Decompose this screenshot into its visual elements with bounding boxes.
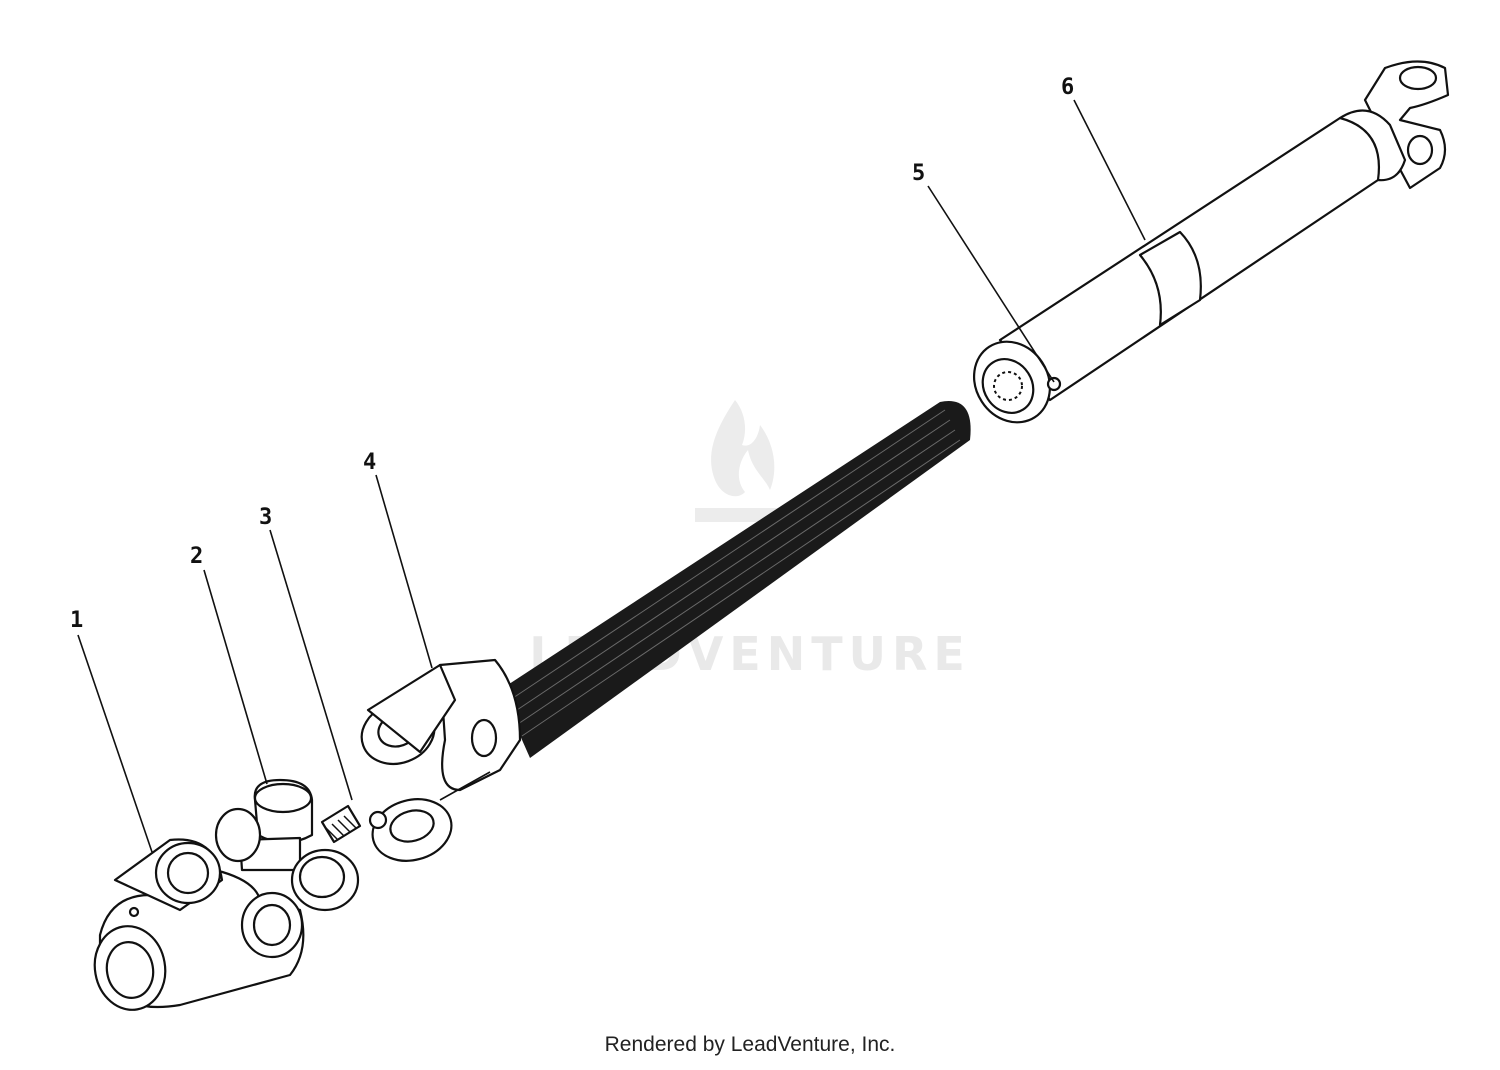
part-2-cross-bearing: [214, 778, 360, 912]
part-1-yoke: [93, 838, 305, 1011]
leader-line-4: [375, 474, 433, 669]
callout-6: 6: [1061, 75, 1074, 100]
callout-4: 4: [363, 450, 376, 475]
leader-line-3: [269, 529, 353, 801]
part-5-fitting: [1046, 376, 1062, 392]
flame-logo-icon: [695, 400, 785, 522]
part-4-splined-shaft: [360, 401, 971, 862]
callout-1: 1: [70, 608, 83, 633]
credit-text: Rendered by LeadVenture, Inc.: [604, 1033, 896, 1056]
callouts: 1 2 3 4 5 6: [70, 75, 1074, 633]
callout-5: 5: [912, 161, 925, 186]
leader-line-6: [1073, 99, 1146, 241]
leader-line-2: [203, 569, 268, 785]
leader-lines: [77, 99, 1146, 853]
callout-2: 2: [190, 544, 203, 569]
leader-line-5: [927, 185, 1055, 383]
callout-3: 3: [259, 505, 272, 530]
leader-line-1: [77, 634, 153, 853]
part-6-tube-yoke: [973, 60, 1450, 424]
part-3-grease-fitting: [320, 804, 388, 844]
